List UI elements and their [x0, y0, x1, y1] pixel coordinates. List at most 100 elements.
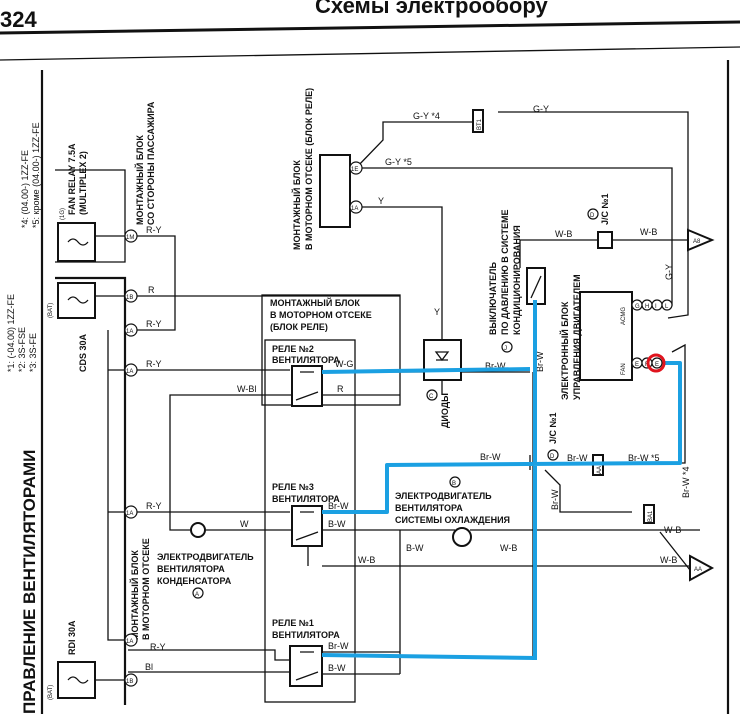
connector-label: AA — [694, 567, 702, 573]
ecu-pin: G — [635, 304, 640, 310]
wire-labels: R-Y R R-Y R-Y W-Bl W-G R R-Y W Br-W B-W … — [145, 104, 691, 673]
top-wires — [355, 111, 700, 395]
connectors-left: 1M 1B 1A 1A 1A 1A 1B — [124, 229, 138, 687]
motor-a-icon — [190, 522, 206, 538]
relay-3-sub: ВЕНТИЛЯТОРА — [272, 494, 340, 504]
switch-label: ВЫКЛЮЧАТЕЛЬ — [488, 262, 498, 335]
annotation-path — [321, 300, 682, 660]
header-rule-thin — [0, 46, 740, 61]
wire-label: R-Y — [146, 359, 162, 369]
connector-label: 1M — [126, 235, 134, 241]
note-1: *1: (-04.00) 1ZZ-FE — [6, 294, 16, 372]
ecu-box — [579, 291, 633, 381]
ecu-pin: L — [665, 304, 669, 310]
wire-label: Br-W — [480, 452, 501, 462]
engine-block-label: МОНТАЖНЫЙ БЛОК — [129, 550, 140, 640]
relay-3-label: РЕЛЕ №3 — [272, 482, 314, 492]
rdi-label: RDI 30A — [67, 620, 77, 655]
jc-label: J/C №1 — [600, 193, 610, 225]
motor-a-label-3: КОНДЕНСАТОРА — [157, 576, 232, 586]
page-title: Схемы электрообору — [315, 0, 548, 18]
wire-label: G-Y — [664, 264, 674, 280]
top-block-label: МОНТАЖНЫЙ БЛОК — [291, 160, 302, 250]
motor-b-label: ЭЛЕКТРОДВИГАТЕЛЬ — [395, 491, 492, 501]
fuse-icon — [67, 676, 89, 684]
connector-ba1 — [643, 504, 655, 524]
connector-label: 1A — [126, 369, 133, 375]
diode-icon — [434, 351, 450, 362]
switch-label-3: КОНДИЦИОНИРОВАНИЯ — [512, 225, 522, 335]
jc-connector — [597, 231, 613, 249]
rdi-fuse — [57, 661, 96, 699]
fan-relay-fuse — [57, 222, 96, 262]
fan-relay-sub: (MULTIPLEX 2) — [78, 151, 88, 215]
diode-label: ДИОДЫ — [440, 393, 450, 428]
connector-label: BA1 — [648, 510, 654, 522]
side-title: ПРАВЛЕНИЕ ВЕНТИЛЯТОРАМИ — [20, 450, 39, 714]
left-wires — [95, 235, 400, 681]
connector-label: 1A — [351, 206, 358, 212]
ecu-label-2: УПРАВЛЕНИЯ ДВИГАТЕЛЕМ — [572, 274, 582, 400]
wire-label: W-B — [660, 555, 677, 565]
note-5: *5: кроме (04.00-) 1ZZ-FE — [31, 122, 41, 228]
connector-label: 1A — [126, 329, 133, 335]
motor-b-label-2: ВЕНТИЛЯТОРА — [395, 503, 463, 513]
connector-label: 1B — [126, 295, 133, 301]
bat-label: (BAT) — [48, 685, 54, 700]
wire-label: W-B — [358, 555, 375, 565]
diode-mark: C — [429, 394, 434, 400]
wire-label: Br-W — [485, 361, 506, 371]
switch-mark: J — [504, 346, 507, 352]
ecu-pin: H — [645, 304, 649, 310]
motor-a-label-2: ВЕНТИЛЯТОРА — [157, 564, 225, 574]
connector-label: 1A — [126, 639, 133, 645]
relay-block-label: МОНТАЖНЫЙ БЛОК — [270, 297, 360, 308]
switch-contact — [530, 275, 542, 299]
wire-label: R — [148, 285, 155, 295]
wire-label: Br-W *5 — [628, 453, 660, 463]
wire-label: Br-W — [567, 453, 588, 463]
wire-label: G-Y — [533, 104, 549, 114]
ecu-pin: E — [635, 362, 639, 368]
fan-relay-code: (1G) — [60, 208, 66, 220]
notes: *1: (-04.00) 1ZZ-FE *2: 3S-FSE *3: 3S-FE… — [6, 122, 41, 372]
motor-b-icon — [452, 527, 472, 547]
relay-block-outline — [261, 294, 401, 406]
relay-contacts — [295, 371, 319, 681]
wire-label: W-G — [335, 359, 353, 369]
page-number: 324 — [0, 7, 37, 32]
wire-label: G-Y *4 — [413, 111, 440, 121]
wire-label: Br-W *4 — [681, 467, 691, 499]
motor-b-label-3: СИСТЕМЫ ОХЛАЖДЕНИЯ — [395, 515, 510, 525]
switch-label-2: ПО ДАВЛЕНИЮ В СИСТЕМЕ — [500, 210, 510, 335]
wire-label: Br-W — [535, 351, 545, 372]
engine-block-label-2: В МОТОРНОМ ОТСЕКЕ — [141, 538, 151, 640]
ground-aa-icon — [689, 554, 715, 582]
relay-2-sub: ВЕНТИЛЯТОРА — [272, 355, 340, 365]
wire-label: R-Y — [146, 225, 162, 235]
jc-label: J/C №1 — [548, 412, 558, 444]
ecu-label: ЭЛЕКТРОННЫЙ БЛОК — [559, 301, 570, 400]
relay-block-label-2: В МОТОРНОМ ОТСЕКЕ — [270, 310, 372, 320]
wire-label: G-Y *5 — [385, 157, 412, 167]
highlight-circle — [646, 353, 666, 373]
relay-2 — [291, 365, 323, 407]
wire-label: B-W — [328, 519, 346, 529]
connector-label: 1B — [126, 679, 133, 685]
wire-label: W-Bl — [237, 384, 256, 394]
wire-label: W-B — [664, 525, 681, 535]
relay-2-label: РЕЛЕ №2 — [272, 344, 314, 354]
fan-relay-label: FAN RELAY 7.5A — [67, 143, 77, 215]
fuse-icon — [67, 238, 89, 246]
relay-block-label-3: (БЛОК РЕЛЕ) — [270, 322, 328, 332]
wire-label: Br-W — [328, 641, 349, 651]
connector-label: AA1 — [597, 462, 603, 474]
ecu-pin: E — [655, 362, 659, 368]
wire-label: Y — [378, 196, 384, 206]
bat-label: (BAT) — [48, 303, 54, 318]
wire-label: B-W — [328, 663, 346, 673]
frame-lines — [40, 60, 730, 714]
wire-label: B-W — [406, 543, 424, 553]
note-2: *2: 3S-FSE — [17, 327, 27, 372]
